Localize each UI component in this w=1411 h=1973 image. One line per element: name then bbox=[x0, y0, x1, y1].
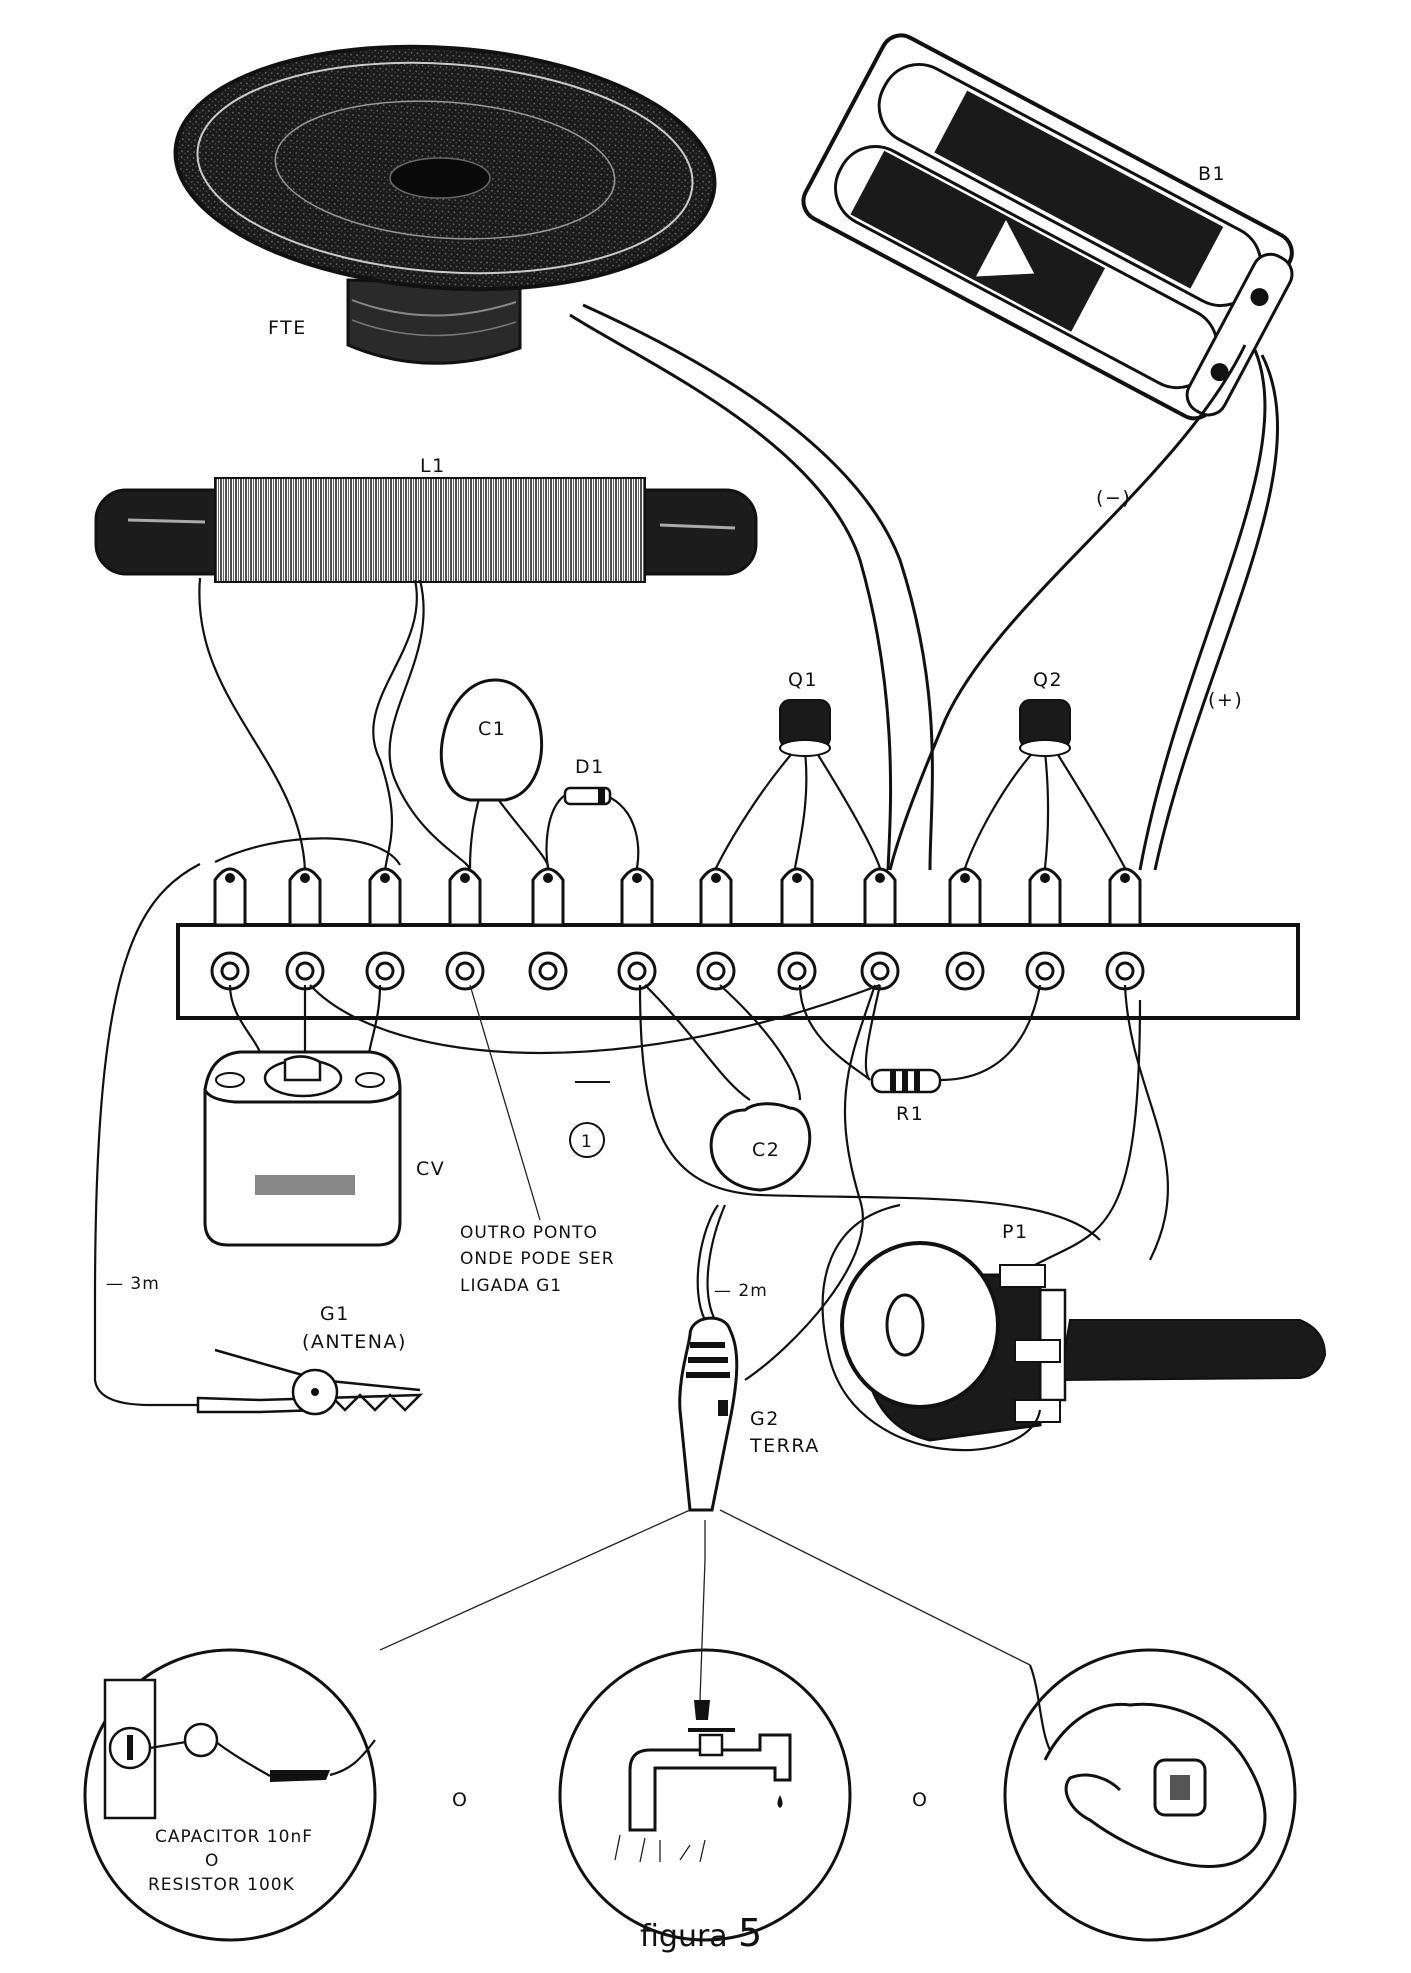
option-outlet-capacitor bbox=[83, 1648, 377, 1942]
terminal-lug-hole bbox=[875, 873, 885, 883]
or-left: O bbox=[452, 1789, 468, 1811]
terminal-lug bbox=[1028, 867, 1062, 927]
or-right: O bbox=[912, 1789, 928, 1811]
terminal-lug-hole bbox=[1120, 873, 1130, 883]
terminal-lug-hole bbox=[1040, 873, 1050, 883]
terminal-screw-center bbox=[870, 961, 890, 981]
label-cv: CV bbox=[416, 1158, 445, 1180]
terminal-lug bbox=[780, 867, 814, 927]
label-r1: R1 bbox=[896, 1103, 924, 1125]
label-g2-line1: G2 bbox=[750, 1408, 780, 1430]
terminal-screw-center bbox=[295, 961, 315, 981]
terminal-screw-center bbox=[220, 961, 240, 981]
figure-caption-number: 5 bbox=[738, 1911, 762, 1955]
note-line-1: OUTRO PONTO bbox=[460, 1223, 598, 1243]
label-g1-line1: G1 bbox=[320, 1303, 350, 1325]
terminal-lug-hole bbox=[460, 873, 470, 883]
variable-capacitor-cv bbox=[203, 984, 402, 1247]
terminal-screw-center bbox=[455, 961, 475, 981]
label-fte: FTE bbox=[268, 317, 307, 339]
resistor-r1 bbox=[870, 1068, 942, 1094]
terminal-lug bbox=[699, 867, 733, 927]
terminal-lug-hole bbox=[632, 873, 642, 883]
terminal-screw-center bbox=[375, 961, 395, 981]
terminal-screw-center bbox=[1115, 961, 1135, 981]
label-q1: Q1 bbox=[788, 669, 818, 691]
wires-lower bbox=[309, 983, 1169, 1381]
label-l1: L1 bbox=[420, 455, 446, 477]
terminal-lug bbox=[213, 867, 247, 927]
label-minus: (−) bbox=[1096, 487, 1131, 509]
terminal-lug bbox=[863, 867, 897, 927]
capacitor-c2 bbox=[709, 1102, 812, 1192]
coil-l1 bbox=[94, 477, 758, 583]
capacitor-c1 bbox=[439, 678, 550, 869]
label-3m: — 3m bbox=[106, 1274, 160, 1294]
terminal-lug bbox=[368, 867, 402, 927]
ground-clip-g2 bbox=[678, 1204, 739, 1512]
terminal-lug-hole bbox=[960, 873, 970, 883]
terminal-strip bbox=[176, 867, 1300, 1020]
battery-pack-b1 bbox=[801, 33, 1294, 421]
note-line-2: ONDE PODE SER bbox=[460, 1249, 615, 1269]
marker-1-label: 1 bbox=[581, 1132, 593, 1152]
wires-speaker-battery bbox=[569, 303, 1279, 871]
terminal-lug-hole bbox=[380, 873, 390, 883]
transistor-q1 bbox=[715, 699, 882, 869]
label-c2: C2 bbox=[752, 1139, 780, 1161]
terminal-lug-hole bbox=[792, 873, 802, 883]
terminal-screw-center bbox=[787, 961, 807, 981]
terminal-lug-hole bbox=[300, 873, 310, 883]
wires-coil bbox=[198, 577, 472, 871]
label-p1: P1 bbox=[1002, 1221, 1029, 1243]
pointer-right bbox=[719, 1509, 1031, 1666]
terminal-lug bbox=[948, 867, 982, 927]
pointer-left bbox=[379, 1509, 691, 1651]
figure-caption-word: figura bbox=[640, 1919, 728, 1954]
capacitor-note-line3: RESISTOR 100K bbox=[148, 1875, 295, 1895]
terminal-lug bbox=[288, 867, 322, 927]
terminal-screw-center bbox=[627, 961, 647, 981]
diode-d1 bbox=[545, 786, 640, 869]
marker-1-circle bbox=[569, 1122, 605, 1158]
label-plus: (+) bbox=[1208, 689, 1243, 711]
terminal-lug-hole bbox=[543, 873, 553, 883]
label-2m: — 2m bbox=[714, 1281, 768, 1301]
label-q2: Q2 bbox=[1033, 669, 1063, 691]
label-g1-line2: (ANTENA) bbox=[302, 1331, 407, 1353]
capacitor-note-line2: O bbox=[205, 1851, 219, 1871]
label-d1: D1 bbox=[575, 756, 605, 778]
note-line-3: LIGADA G1 bbox=[460, 1276, 562, 1296]
speaker-fte bbox=[173, 44, 717, 365]
terminal-screw-center bbox=[1035, 961, 1055, 981]
label-g2-line2: TERRA bbox=[749, 1435, 820, 1457]
terminal-lug bbox=[448, 867, 482, 927]
terminal-lug bbox=[531, 867, 565, 927]
antenna-clip-g1 bbox=[93, 863, 424, 1416]
label-b1: B1 bbox=[1198, 163, 1226, 185]
terminal-lug bbox=[1108, 867, 1142, 927]
terminal-lug-hole bbox=[711, 873, 721, 883]
transistor-q2 bbox=[963, 699, 1126, 869]
terminal-screw-center bbox=[955, 961, 975, 981]
terminal-screw-center bbox=[538, 961, 558, 981]
potentiometer-p1 bbox=[821, 999, 1327, 1452]
terminal-screw-center bbox=[706, 961, 726, 981]
option-water-pipe bbox=[558, 1559, 852, 1942]
label-c1: C1 bbox=[478, 718, 506, 740]
terminal-lug bbox=[620, 867, 654, 927]
capacitor-note-line1: CAPACITOR 10nF bbox=[155, 1827, 313, 1847]
terminal-lug-hole bbox=[225, 873, 235, 883]
option-hand bbox=[1003, 1648, 1297, 1942]
note-pointer bbox=[469, 984, 541, 1221]
